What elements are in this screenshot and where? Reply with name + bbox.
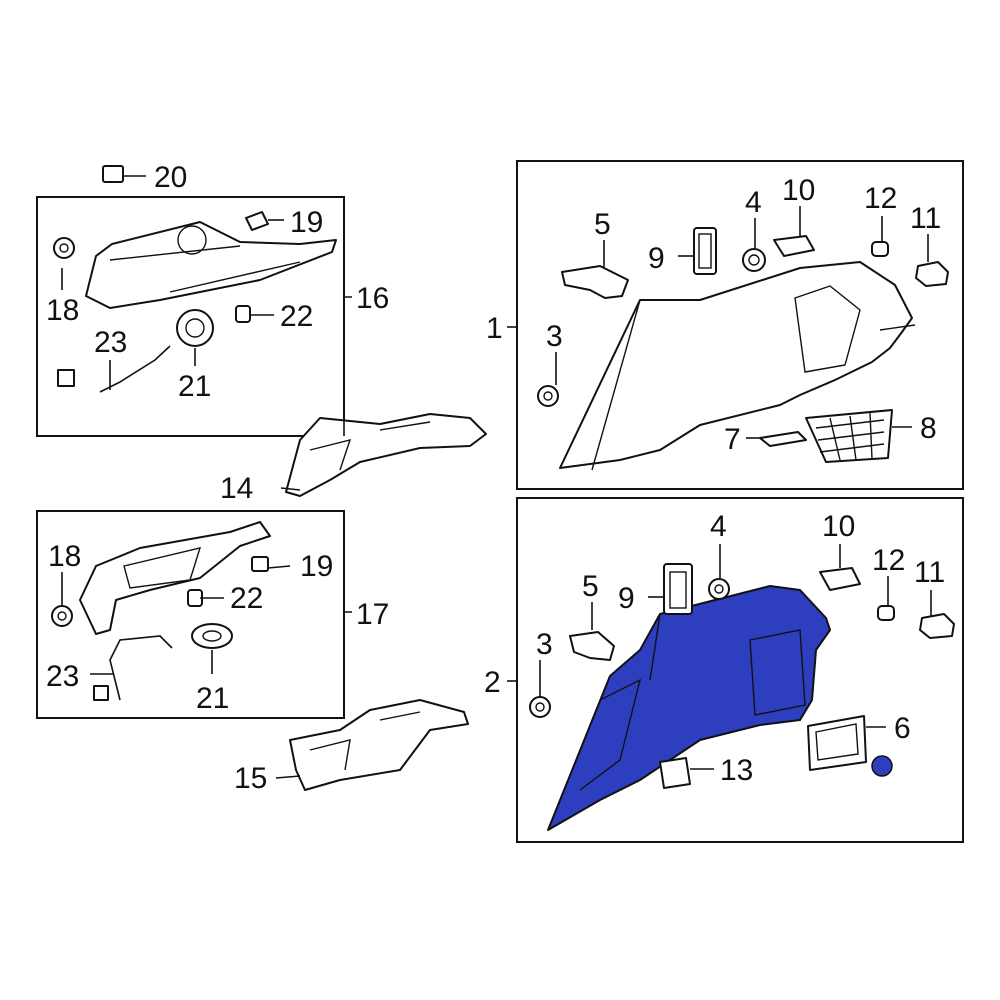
group-box-2 xyxy=(516,497,964,843)
callout-18a: 18 xyxy=(46,294,79,327)
callout-7: 7 xyxy=(724,423,741,456)
part-20-clip xyxy=(102,165,124,183)
part-22-cap xyxy=(235,305,251,323)
callout-5b: 5 xyxy=(582,570,599,603)
callout-8: 8 xyxy=(920,412,937,445)
part-5-grab-handle xyxy=(561,265,629,299)
callout-12b: 12 xyxy=(872,544,905,577)
callout-4b: 4 xyxy=(710,510,727,543)
part-8-cargo-net xyxy=(805,409,893,463)
callout-15: 15 xyxy=(234,762,267,795)
callout-12a: 12 xyxy=(864,182,897,215)
callout-10b: 10 xyxy=(822,510,855,543)
part-16-shelf-trim xyxy=(85,221,337,309)
part-3-clip xyxy=(537,385,559,407)
callout-labels: 1 2 3 3 4 4 5 5 6 7 8 9 9 10 10 11 11 12… xyxy=(46,161,945,795)
part-18-clip-b xyxy=(51,605,73,627)
callout-9a: 9 xyxy=(648,242,665,275)
callout-13: 13 xyxy=(720,754,753,787)
callout-22a: 22 xyxy=(280,300,313,333)
callout-16: 16 xyxy=(356,282,389,315)
part-11-socket-b xyxy=(919,613,955,639)
part-21-speaker xyxy=(176,309,214,347)
callout-21a: 21 xyxy=(178,370,211,403)
callout-4a: 4 xyxy=(745,186,762,219)
part-9-bezel xyxy=(693,227,717,275)
callout-10a: 10 xyxy=(782,174,815,207)
part-5-grab-handle-b xyxy=(569,631,615,661)
part-22-cap-b xyxy=(187,589,203,607)
part-13-fastener xyxy=(659,757,691,789)
callout-22b: 22 xyxy=(230,582,263,615)
part-10-lamp-b xyxy=(819,567,861,591)
callout-14: 14 xyxy=(220,472,253,505)
callout-21b: 21 xyxy=(196,682,229,715)
callout-20: 20 xyxy=(154,161,187,194)
callout-23a: 23 xyxy=(94,326,127,359)
part-23-harness-b xyxy=(93,635,173,701)
callout-19b: 19 xyxy=(300,550,333,583)
part-19-bracket-b xyxy=(251,556,269,572)
callout-17: 17 xyxy=(356,598,389,631)
part-15-bracket xyxy=(289,699,469,791)
callout-2: 2 xyxy=(484,666,501,699)
part-21-speaker-b xyxy=(191,623,233,649)
callout-9b: 9 xyxy=(618,582,635,615)
leader-lines xyxy=(61,175,932,779)
callout-1: 1 xyxy=(486,312,503,345)
callout-6: 6 xyxy=(894,712,911,745)
callout-11a: 11 xyxy=(910,202,941,235)
part-18-clip xyxy=(53,237,75,259)
group-box-1 xyxy=(516,160,964,490)
part-11-socket xyxy=(915,261,949,287)
part-7-pad xyxy=(759,431,807,447)
part-6-access-cover xyxy=(807,715,893,777)
callout-3b: 3 xyxy=(536,628,553,661)
part-14-bracket xyxy=(285,413,487,497)
callout-23b: 23 xyxy=(46,660,79,693)
part-12-bulb xyxy=(871,241,889,257)
callout-5a: 5 xyxy=(594,208,611,241)
quarter-trim-panel-outline xyxy=(559,261,916,471)
part-12-bulb-b xyxy=(877,605,895,621)
part-6-cap xyxy=(871,755,893,777)
part-4-clip-b xyxy=(708,578,730,600)
part-19-bracket xyxy=(245,211,269,231)
part-4-clip xyxy=(742,248,766,272)
callout-3a: 3 xyxy=(546,320,563,353)
part-3-clip-b xyxy=(529,696,551,718)
part-10-lamp xyxy=(773,235,815,257)
part-2-quarter-trim-panel xyxy=(547,585,831,831)
part-9-bezel-b xyxy=(663,563,693,615)
callout-18b: 18 xyxy=(48,540,81,573)
part-17-shelf-trim xyxy=(79,521,271,635)
callout-11b: 11 xyxy=(914,556,945,589)
callout-19a: 19 xyxy=(290,206,323,239)
